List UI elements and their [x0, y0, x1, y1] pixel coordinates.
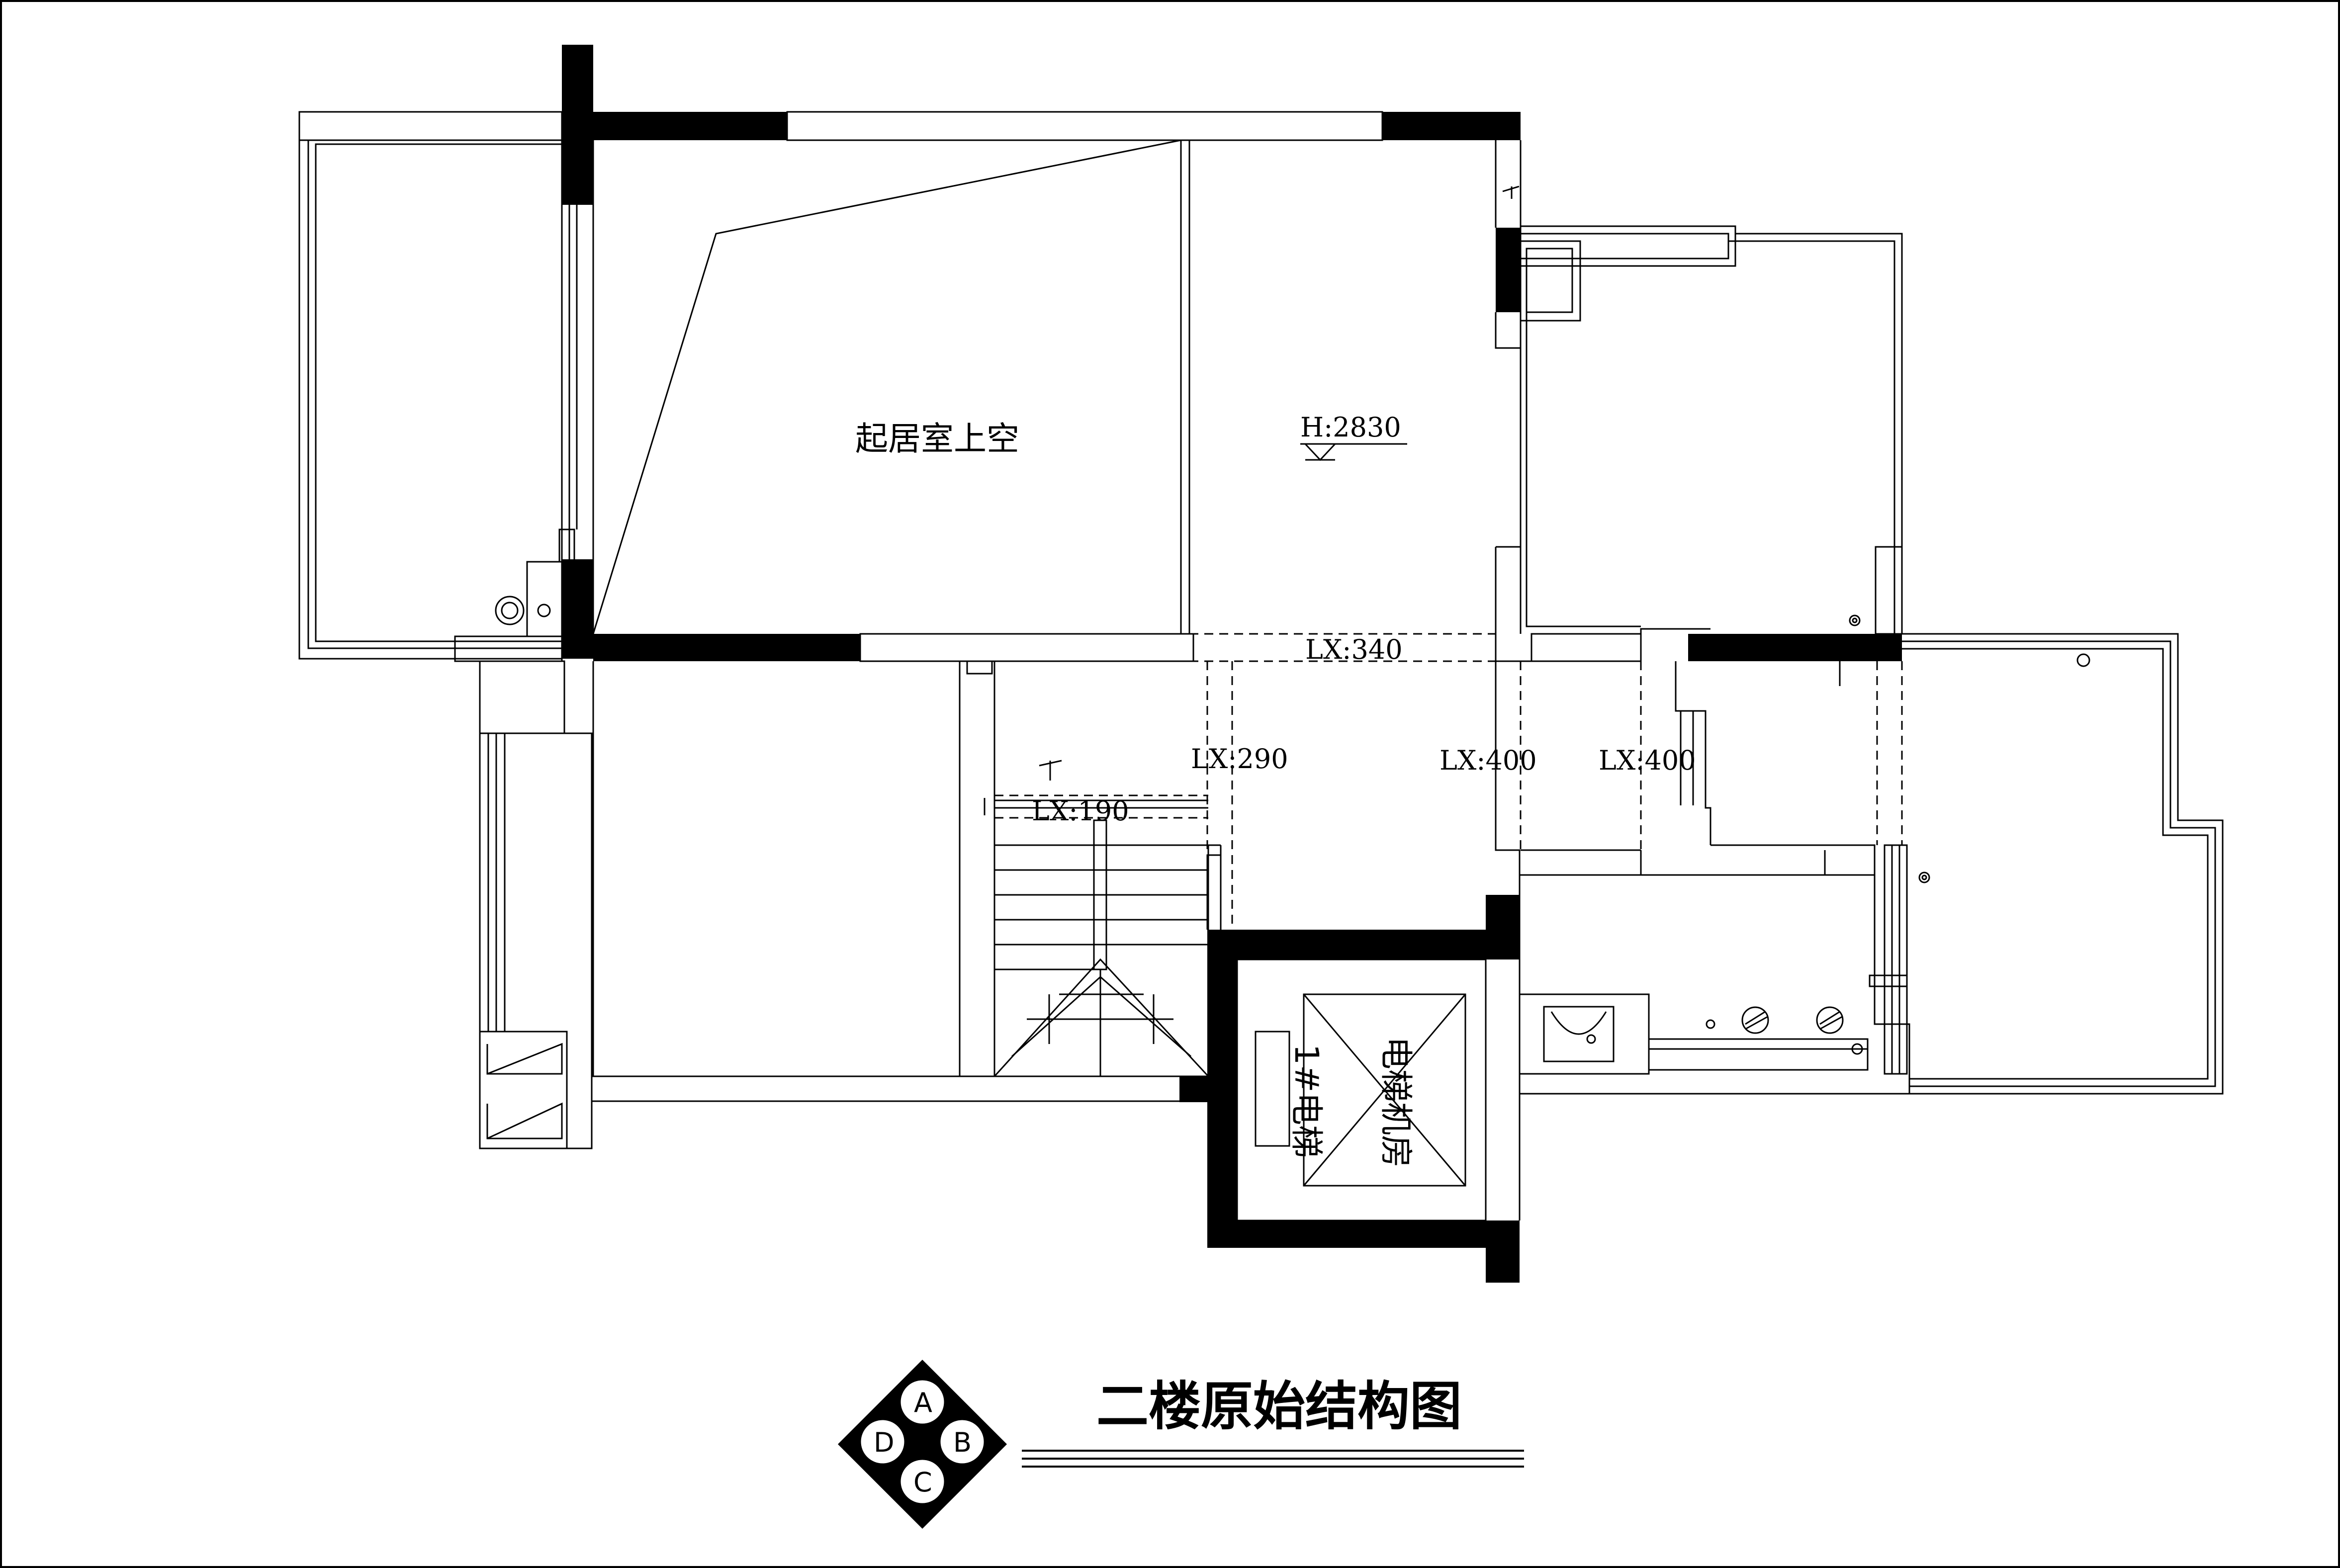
height-label: H:2830	[1300, 412, 1401, 443]
beam-label-lx400-b: LX:400	[1599, 745, 1696, 776]
living-void-label: 起居室上空	[855, 420, 1019, 458]
elevator-label: 1#电梯	[1287, 1044, 1326, 1158]
elevator-machine-room	[1236, 958, 1487, 1221]
compass-a: A	[914, 1387, 932, 1418]
misc-details	[1502, 185, 1841, 686]
beam-label-lx400-a: LX:400	[1440, 745, 1537, 776]
height-mark: H:2830	[1300, 412, 1407, 461]
left-balcony-lower	[479, 732, 593, 1149]
compass-symbol: A B C D	[838, 1360, 1007, 1529]
drawing-title: 二楼原始结构图	[1096, 1376, 1462, 1437]
right-terrace	[1869, 633, 2224, 1095]
elevator-machine-room-label: 电梯机房	[1377, 1037, 1415, 1168]
compass-d: D	[874, 1427, 895, 1458]
void-outline	[592, 139, 1181, 634]
compass-c: C	[913, 1467, 932, 1498]
staircase	[959, 660, 1222, 1077]
beam-label-lx290: LX:290	[1191, 743, 1288, 775]
right-upper-room	[1520, 225, 1903, 635]
beam-lines	[994, 633, 1903, 930]
structural-walls	[562, 45, 1902, 1283]
beam-label-lx340: LX:340	[1305, 634, 1403, 665]
left-balcony-upper	[298, 111, 575, 734]
beam-label-lx190: LX:190	[1032, 795, 1129, 827]
building-outline	[561, 111, 1910, 1220]
compass-b: B	[953, 1427, 972, 1458]
bathroom-fixtures	[1519, 993, 1869, 1075]
